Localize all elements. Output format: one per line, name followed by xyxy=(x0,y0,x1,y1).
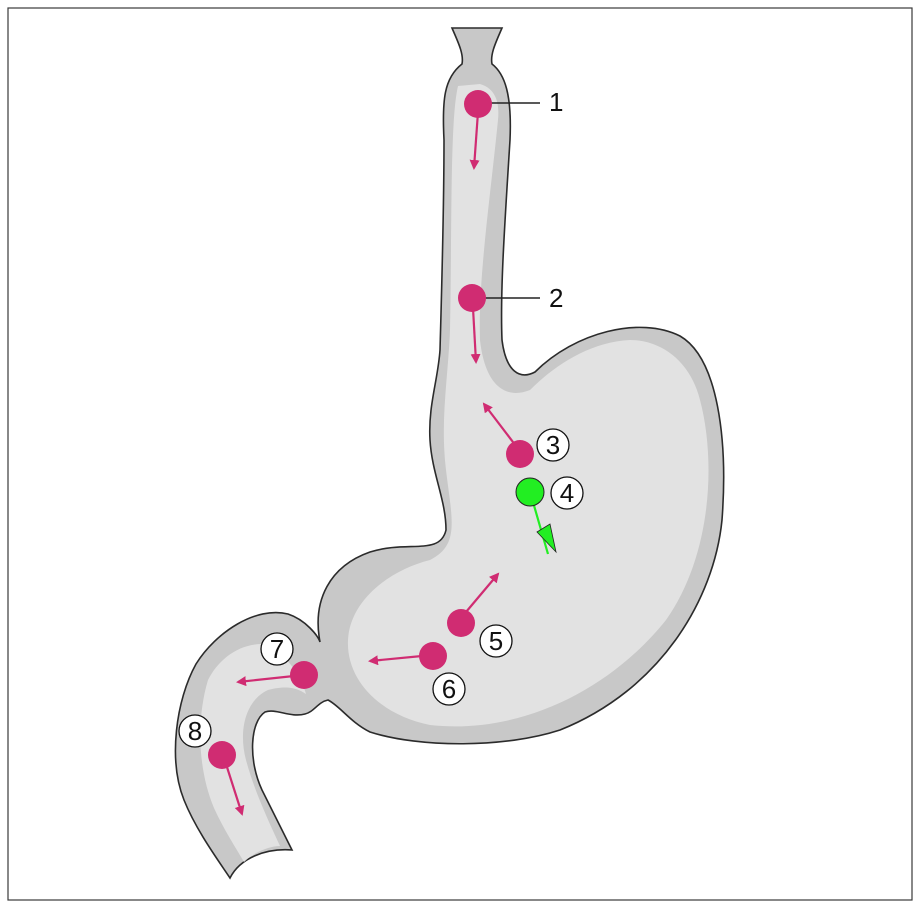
label-8: 8 xyxy=(188,716,202,746)
dot-3 xyxy=(506,440,534,468)
arrow-2 xyxy=(470,307,481,364)
dot-8 xyxy=(208,741,236,769)
diagram-frame xyxy=(7,7,913,901)
circled-label-8: 8 xyxy=(178,714,212,748)
label-5: 5 xyxy=(489,626,503,656)
arrow-4 xyxy=(531,501,550,555)
dot-6 xyxy=(419,642,447,670)
circled-label-3: 3 xyxy=(536,428,570,462)
arrow-4-head xyxy=(536,523,557,554)
arrow-7 xyxy=(236,674,295,687)
label-7: 7 xyxy=(270,634,284,664)
circled-label-4: 4 xyxy=(550,476,584,510)
food-bolus-dots xyxy=(208,90,545,769)
label-3: 3 xyxy=(546,430,560,460)
arrow-6 xyxy=(368,654,423,666)
movement-arrows xyxy=(224,111,557,816)
stomach-outline xyxy=(174,27,725,880)
label-4: 4 xyxy=(560,478,574,508)
arrow-5 xyxy=(465,572,500,613)
dot-2 xyxy=(458,284,486,312)
dot-5 xyxy=(447,609,475,637)
circled-label-5: 5 xyxy=(479,624,513,658)
arrow-1 xyxy=(469,111,480,170)
dot-1 xyxy=(464,90,492,118)
label-1: 1 xyxy=(549,87,563,117)
circled-label-7: 7 xyxy=(260,632,294,666)
arrow-3 xyxy=(482,402,517,447)
dot-7 xyxy=(290,661,318,689)
label-2: 2 xyxy=(549,283,563,313)
dot-4 xyxy=(515,477,545,507)
arrow-8 xyxy=(224,763,245,816)
circled-label-6: 6 xyxy=(432,672,466,706)
label-6: 6 xyxy=(442,674,456,704)
